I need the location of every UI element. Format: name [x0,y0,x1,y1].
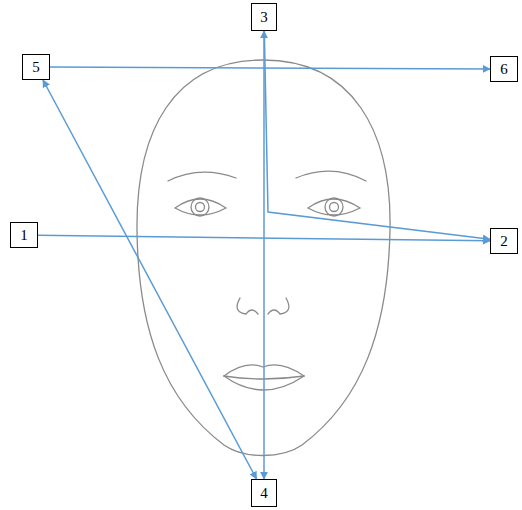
callout-number: 6 [500,62,508,77]
arrow-line [263,31,265,479]
callout-number: 1 [20,228,28,243]
callout-box: 2 [490,228,518,254]
callout-number: 4 [260,486,268,501]
arrow-line [43,80,257,479]
callout-box: 1 [10,222,38,248]
callout-box: 5 [22,54,50,80]
callout-number: 2 [500,234,508,249]
callout-box: 6 [490,56,518,82]
callout-box: 4 [251,479,277,507]
callout-number: 3 [260,10,268,25]
arrow-line [50,67,490,69]
callout-box: 3 [251,3,277,31]
callout-number: 5 [32,60,40,75]
arrow-line [264,31,490,239]
